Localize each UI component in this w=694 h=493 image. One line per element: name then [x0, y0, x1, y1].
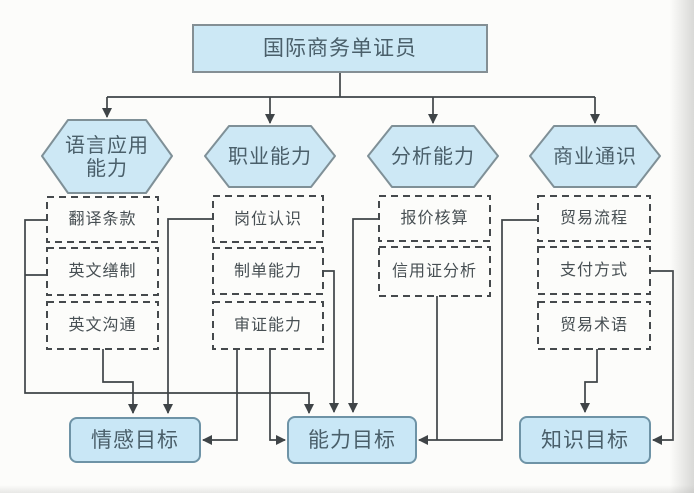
edge-quotation-to-ability-goal	[348, 218, 379, 413]
edge-translation-drafting-to-ability-goal	[24, 219, 314, 414]
item-lc-examination-shape	[212, 301, 324, 350]
goal-ability-shape	[287, 416, 417, 464]
edge-english-communication-to-emotional-goal	[102, 349, 138, 414]
right-edge-shadow	[670, 0, 694, 493]
item-english-communication-shape	[46, 301, 159, 350]
item-documentation-ability-shape	[212, 247, 324, 295]
item-translation-terms-shape	[46, 196, 159, 243]
item-post-awareness-shape	[212, 195, 324, 243]
hex-business-knowledge-shape	[529, 125, 661, 188]
edge-post-awareness-to-emotional-goal	[163, 218, 213, 414]
item-trade-terms-shape	[537, 301, 651, 350]
edge-lc-examination-to-ability-goal	[269, 349, 286, 445]
root-node-shape	[192, 24, 488, 73]
item-lc-analysis-shape	[378, 246, 491, 297]
item-english-drafting-shape	[46, 247, 159, 296]
edge-documentation-to-ability-goal	[323, 270, 339, 413]
goal-emotional-shape	[69, 417, 201, 463]
edge-payment-methods-to-knowledge-goal	[650, 270, 674, 445]
item-payment-methods-shape	[537, 246, 651, 295]
bottom-edge-shadow	[0, 485, 694, 493]
edge-trade-process-to-ability-goal	[418, 219, 538, 445]
hex-analysis-ability-shape	[367, 125, 499, 188]
hex-language-application-shape	[41, 119, 173, 194]
edge-lc-examination-to-emotional-goal	[202, 349, 238, 445]
goal-knowledge-shape	[519, 416, 651, 464]
item-quotation-accounting-shape	[378, 195, 491, 242]
edge-trade-terms-to-knowledge-goal	[580, 349, 598, 413]
hex-professional-ability-shape	[204, 125, 336, 188]
item-trade-process-shape	[537, 195, 651, 242]
